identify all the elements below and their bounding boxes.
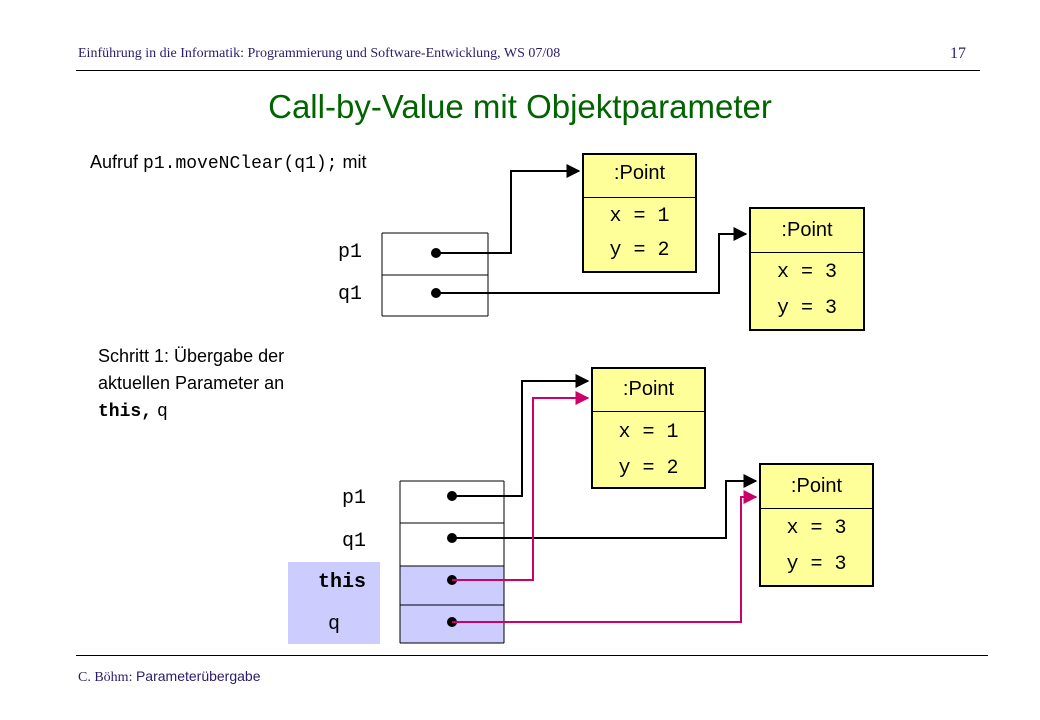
bottom-point-2-y: y = 3: [786, 553, 847, 576]
bottom-var-q1: q1: [341, 530, 366, 553]
bottom-var-q: q: [327, 613, 340, 636]
step1-line1: Schritt 1: Übergabe der: [98, 346, 285, 366]
intro-prefix: Aufruf: [90, 152, 139, 172]
bottom-variable-cells: [399, 480, 505, 644]
footer: C. Böhm: Parameterübergabe: [78, 668, 261, 686]
bottom-q-arrow: [452, 490, 758, 623]
top-point-1-y: y = 2: [609, 239, 670, 262]
bottom-point-1-divider: [593, 411, 704, 412]
step1-line2: aktuellen Parameter an: [98, 373, 285, 393]
course-header: Einführung in die Informatik: Programmie…: [78, 46, 561, 61]
top-q1-arrow: [436, 227, 748, 294]
bottom-point-object-1: :Point x = 1 y = 2: [591, 367, 706, 489]
top-variable-cells: [381, 232, 489, 317]
top-var-q1: q1: [337, 283, 362, 306]
top-point-2-divider: [751, 252, 863, 253]
footer-author: C. Böhm:: [78, 670, 133, 685]
top-point-1-x: x = 1: [609, 205, 670, 228]
top-point-1-divider: [584, 197, 695, 198]
step1-this-keyword: this,: [98, 402, 153, 422]
bottom-point-2-header: :Point: [790, 475, 843, 497]
footer-divider: [76, 655, 988, 656]
bottom-point-2-divider: [761, 508, 872, 509]
top-point-object-1: :Point x = 1 y = 2: [582, 153, 697, 273]
page-number: 17: [950, 45, 966, 62]
bottom-point-2-x: x = 3: [786, 517, 847, 540]
intro-suffix: mit: [342, 152, 367, 172]
top-point-object-2: :Point x = 3 y = 3: [749, 207, 865, 331]
intro-text: Aufruf p1.moveNClear(q1); mit: [90, 152, 367, 174]
header-divider: [76, 70, 980, 71]
bottom-p1-arrow: [452, 374, 590, 497]
bottom-this-arrow: [452, 391, 590, 581]
top-point-2-y: y = 3: [776, 297, 837, 320]
bottom-point-1-y: y = 2: [618, 457, 679, 480]
step1-line3: this, q: [98, 397, 284, 426]
bottom-point-object-2: :Point x = 3 y = 3: [759, 463, 874, 587]
slide-title: Call-by-Value mit Objektparameter: [268, 88, 772, 125]
top-point-2-x: x = 3: [776, 261, 837, 284]
step1-q-param: q: [157, 402, 168, 422]
bottom-point-1-header: :Point: [622, 378, 675, 400]
footer-topic: Parameterübergabe: [135, 668, 261, 684]
bottom-param-label-highlight: [288, 562, 380, 644]
step1-text: Schritt 1: Übergabe der aktuellen Parame…: [98, 343, 284, 426]
bottom-var-this: this: [317, 571, 366, 594]
top-point-2-header: :Point: [781, 219, 833, 241]
intro-call-code: p1.moveNClear(q1);: [143, 154, 338, 174]
bottom-q1-arrow: [452, 474, 758, 539]
bottom-var-p1: p1: [341, 487, 366, 510]
top-point-1-header: :Point: [613, 162, 666, 184]
bottom-point-1-x: x = 1: [618, 421, 679, 444]
top-p1-arrow: [436, 164, 581, 254]
top-var-p1: p1: [337, 241, 362, 264]
